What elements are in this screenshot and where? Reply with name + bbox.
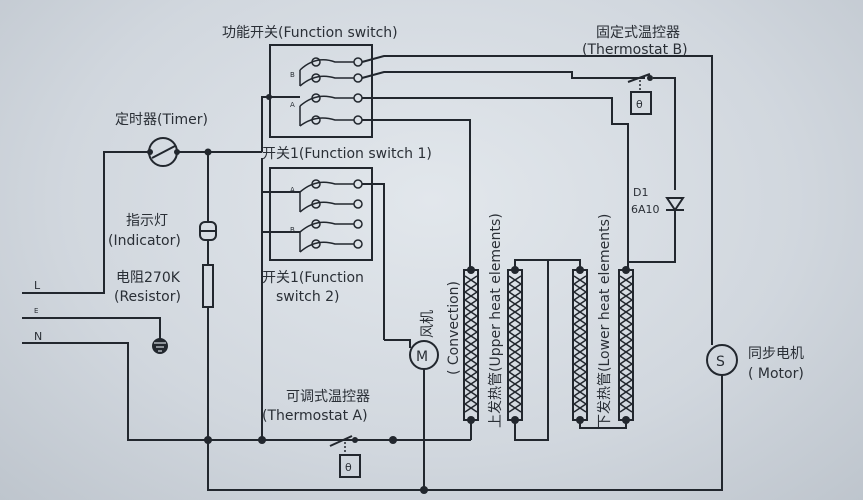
svg-text:M: M (416, 349, 428, 365)
svg-text:B: B (290, 71, 295, 79)
thermostat-a-switch: θ (329, 435, 361, 478)
timer-label: 定时器(Timer) (115, 112, 208, 128)
timer-switch-icon (147, 137, 180, 167)
motor-label-cn: 同步电机 (748, 346, 804, 362)
convection-feed-wire (362, 119, 471, 268)
diode-icon (628, 197, 685, 263)
convection-label: ( Convection) (446, 281, 462, 375)
lower-heat-feed-wire (362, 97, 629, 268)
svg-text:A: A (290, 186, 295, 194)
fan-label: 风机 (420, 310, 436, 338)
switch2-label-line1: 开关1(Function (262, 270, 364, 286)
svg-text:A: A (290, 101, 295, 109)
thermostat-b-label-cn: 固定式温控器 (596, 25, 680, 41)
diode-rating-label: 6A10 (631, 203, 660, 216)
function-switch-box (269, 44, 373, 138)
upper-heat-label: 上发热管(Upper heat elements) (488, 213, 504, 428)
line-e-label: E (34, 307, 38, 315)
lower-heat-label: 下发热管(Lower heat elements) (597, 214, 613, 428)
switch1-label: 开关1(Function switch 1) (262, 146, 432, 162)
switch2-to-fan-wire (362, 183, 385, 340)
motor-feed-wire (361, 55, 713, 345)
heating-element-icon (572, 266, 588, 424)
svg-text:S: S (716, 354, 725, 370)
thermostat-icon (630, 91, 652, 115)
svg-text:θ: θ (636, 98, 643, 111)
thermostat-b-switch: θ (627, 73, 676, 190)
function-switch-label: 功能开关(Function switch) (222, 25, 398, 41)
motor-label-en: ( Motor) (748, 366, 804, 382)
diode-name-label: D1 (633, 186, 648, 199)
heating-element-icon (507, 266, 523, 424)
line-n-wire (22, 342, 410, 441)
line-l-wire (22, 151, 148, 294)
thermostat-a-label-en: (Thermostat A) (262, 408, 368, 424)
resistor-label-cn: 电阻270K (116, 270, 181, 286)
indicator-label-cn: 指示灯 (126, 213, 168, 229)
svg-text:θ: θ (345, 461, 352, 474)
switch2-label-line2: switch 2) (276, 289, 340, 305)
thermostat-b-label-en: (Thermostat B) (582, 42, 688, 58)
indicator-lamp-icon (199, 221, 217, 241)
function-switch-contacts: B A (290, 57, 363, 127)
resistor-icon (202, 264, 214, 308)
thermostat-icon (339, 454, 361, 478)
ground-icon (152, 338, 168, 354)
function-switch-2-box (269, 167, 373, 261)
mains-lines: L E N (22, 151, 410, 441)
line-e-wire (22, 317, 161, 340)
line-l-label: L (34, 279, 41, 292)
line-n-label: N (34, 330, 42, 343)
heating-element-icon (618, 266, 634, 424)
heating-element-icon (463, 266, 479, 424)
resistor-label-en: (Resistor) (114, 289, 181, 305)
thermostat-b-feed-wire (361, 71, 645, 79)
indicator-label-en: (Indicator) (108, 233, 181, 249)
fan-motor-icon: M (409, 340, 439, 370)
synchronous-motor-icon: S (706, 344, 738, 376)
svg-text:B: B (290, 226, 295, 234)
thermostat-a-label-cn: 可调式温控器 (286, 389, 370, 405)
function-switch-2-contacts: A B (290, 179, 363, 253)
